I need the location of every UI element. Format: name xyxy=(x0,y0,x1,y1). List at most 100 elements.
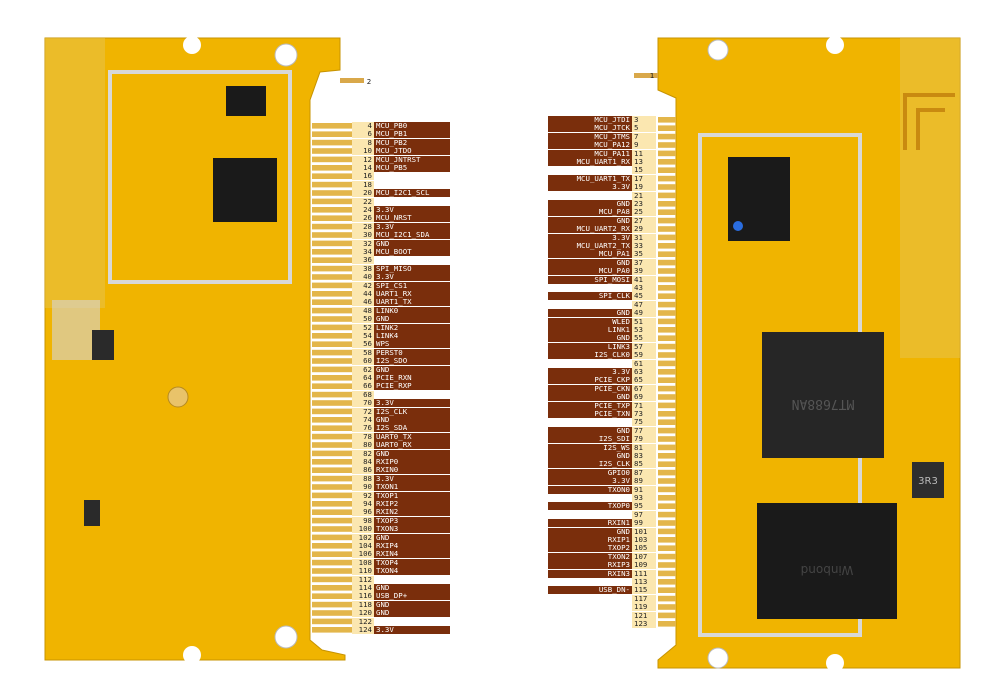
pin-label: 3.3V xyxy=(548,183,632,192)
gold-finger xyxy=(312,156,352,163)
pin-number: 38 xyxy=(352,264,374,273)
gold-finger xyxy=(658,553,676,560)
pin-label: LINK1 xyxy=(548,326,632,334)
gold-finger xyxy=(658,209,676,215)
pin-label: I2S_CLK0 xyxy=(548,351,632,360)
right-gold-fingers xyxy=(658,117,676,627)
gold-finger xyxy=(658,285,676,291)
pin-number: 31 xyxy=(632,233,656,242)
gold-finger xyxy=(658,276,676,283)
gold-finger xyxy=(658,117,676,123)
pin-number: 11 xyxy=(632,149,656,158)
pin-number: 80 xyxy=(352,441,374,450)
pin-number: 61 xyxy=(632,359,656,368)
gold-finger xyxy=(658,612,676,619)
pin-label: TXON0 xyxy=(548,485,632,494)
pin-number: 33 xyxy=(632,242,656,250)
pin-number: 22 xyxy=(352,197,374,206)
pin-label: GND xyxy=(374,533,450,542)
pin-number: 121 xyxy=(632,611,656,620)
gold-finger xyxy=(658,192,676,199)
pin-number: 73 xyxy=(632,410,656,418)
pin-number: 15 xyxy=(632,166,656,175)
gold-finger xyxy=(312,576,352,583)
pin-row: 123 xyxy=(0,620,1000,628)
pin-number: 7 xyxy=(632,132,656,141)
gold-finger xyxy=(658,545,676,551)
pin-label: RXIP1 xyxy=(548,536,632,544)
gold-finger xyxy=(312,181,352,188)
gold-finger xyxy=(312,282,352,289)
pin-number: 111 xyxy=(632,569,656,578)
pin-label: SPI_MOSI xyxy=(548,275,632,284)
gold-finger xyxy=(312,198,352,205)
left-component xyxy=(84,500,100,526)
pin-label: RXIN0 xyxy=(374,466,450,475)
pin-label: SPI_CS1 xyxy=(374,281,450,290)
pin-number: 114 xyxy=(352,584,374,592)
pin-label: LINK0 xyxy=(374,306,450,315)
pin-row: 43 xyxy=(0,284,1000,292)
pin-number: 53 xyxy=(632,326,656,334)
gold-finger xyxy=(658,621,676,627)
gold-finger xyxy=(658,461,676,467)
left-pin-2-tab xyxy=(340,78,364,83)
pin-label: GND xyxy=(374,315,450,324)
right-top-pin: 1 xyxy=(645,72,659,80)
gold-finger xyxy=(658,327,676,333)
pin-number: 76 xyxy=(352,424,374,433)
gold-finger xyxy=(658,511,676,518)
gold-finger xyxy=(658,243,676,249)
pin-number: 67 xyxy=(632,384,656,393)
pin-label: MCU_PA8 xyxy=(548,208,632,217)
pin-number: 44 xyxy=(352,290,374,298)
gold-finger xyxy=(312,316,352,322)
pin-row: 15 xyxy=(0,166,1000,175)
pin-label: LINK4 xyxy=(374,332,450,340)
pin-number: 19 xyxy=(632,183,656,192)
left-standoff xyxy=(167,386,189,408)
gold-finger xyxy=(658,167,676,173)
pin-number: 118 xyxy=(352,600,374,609)
pin-number: 4 xyxy=(352,122,374,130)
pin-label: MCU_PB0 xyxy=(374,122,450,130)
pin-number: 123 xyxy=(632,620,656,628)
left-mount-hole-bottom xyxy=(274,625,298,649)
left-shield-frame xyxy=(108,70,292,284)
right-mount-hole-bottom xyxy=(707,647,729,669)
pin-label: TXOP0 xyxy=(548,502,632,511)
pin-label: MCU_BOOT xyxy=(374,248,450,256)
pin-label: 3.3V xyxy=(548,368,632,376)
pin-number: 72 xyxy=(352,407,374,416)
pin-number: 85 xyxy=(632,460,656,469)
pin-row: 68 xyxy=(0,390,1000,399)
left-notch-top xyxy=(183,36,201,54)
pin-row: 112 xyxy=(0,575,1000,584)
pin-label: PCIE_TXP xyxy=(548,401,632,410)
pin-number: 55 xyxy=(632,334,656,343)
pin-number: 78 xyxy=(352,432,374,441)
